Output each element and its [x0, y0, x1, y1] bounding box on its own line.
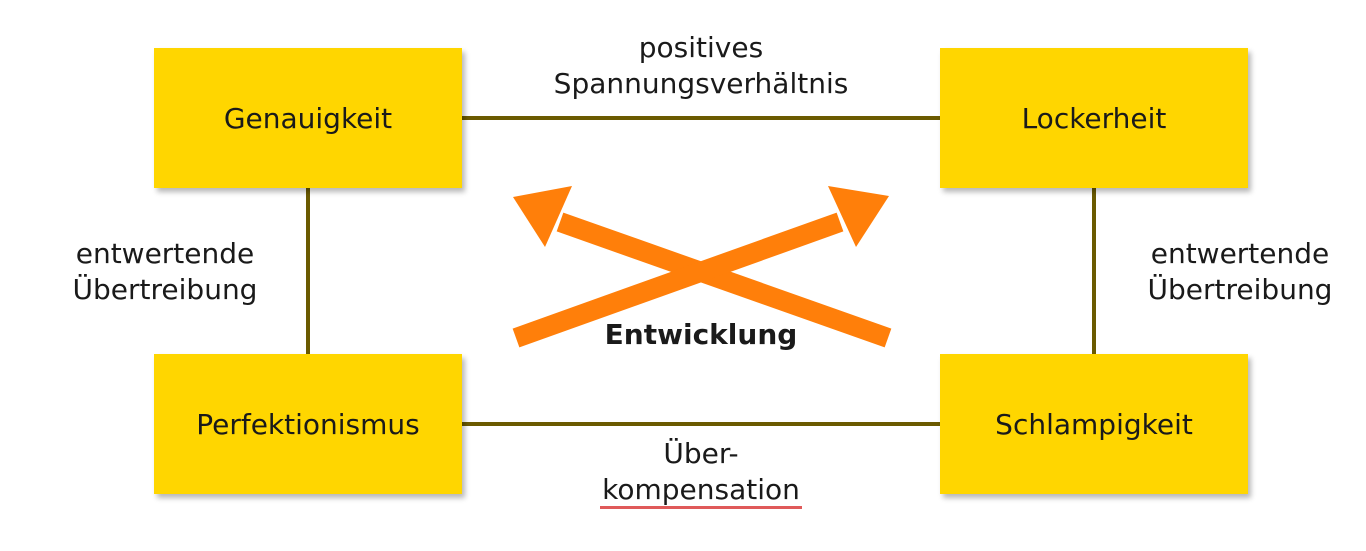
label-overcompensation: Über- kompensation	[560, 436, 842, 509]
arrow-up-right	[512, 186, 889, 348]
box-lockerheit: Lockerheit	[940, 48, 1248, 188]
label-right-line1: entwertende	[1150, 237, 1330, 270]
box-schlampigkeit: Schlampigkeit	[940, 354, 1248, 494]
label-development: Entwicklung	[604, 318, 798, 351]
label-positive-tension-line2: Spannungsverhältnis	[553, 67, 849, 100]
box-perfektionismus: Perfektionismus	[154, 354, 462, 494]
arrow-up-left	[513, 186, 892, 348]
box-schlampigkeit-label: Schlampigkeit	[995, 407, 1193, 441]
label-bottom-line1: Über-	[663, 437, 739, 470]
label-positive-tension-line1: positives	[638, 31, 764, 64]
label-left-line1: entwertende	[75, 237, 255, 270]
box-lockerheit-label: Lockerheit	[1021, 101, 1167, 135]
box-genauigkeit: Genauigkeit	[154, 48, 462, 188]
label-left-line2: Übertreibung	[72, 273, 258, 306]
box-genauigkeit-label: Genauigkeit	[223, 101, 393, 135]
box-perfektionismus-label: Perfektionismus	[196, 407, 420, 441]
label-right-line2: Übertreibung	[1147, 273, 1333, 306]
label-positive-tension: positives Spannungsverhältnis	[500, 30, 902, 102]
label-bottom-line2: kompensation	[600, 474, 802, 509]
label-devaluing-exaggeration-left: entwertende Übertreibung	[40, 236, 290, 308]
label-devaluing-exaggeration-right: entwertende Übertreibung	[1115, 236, 1365, 308]
